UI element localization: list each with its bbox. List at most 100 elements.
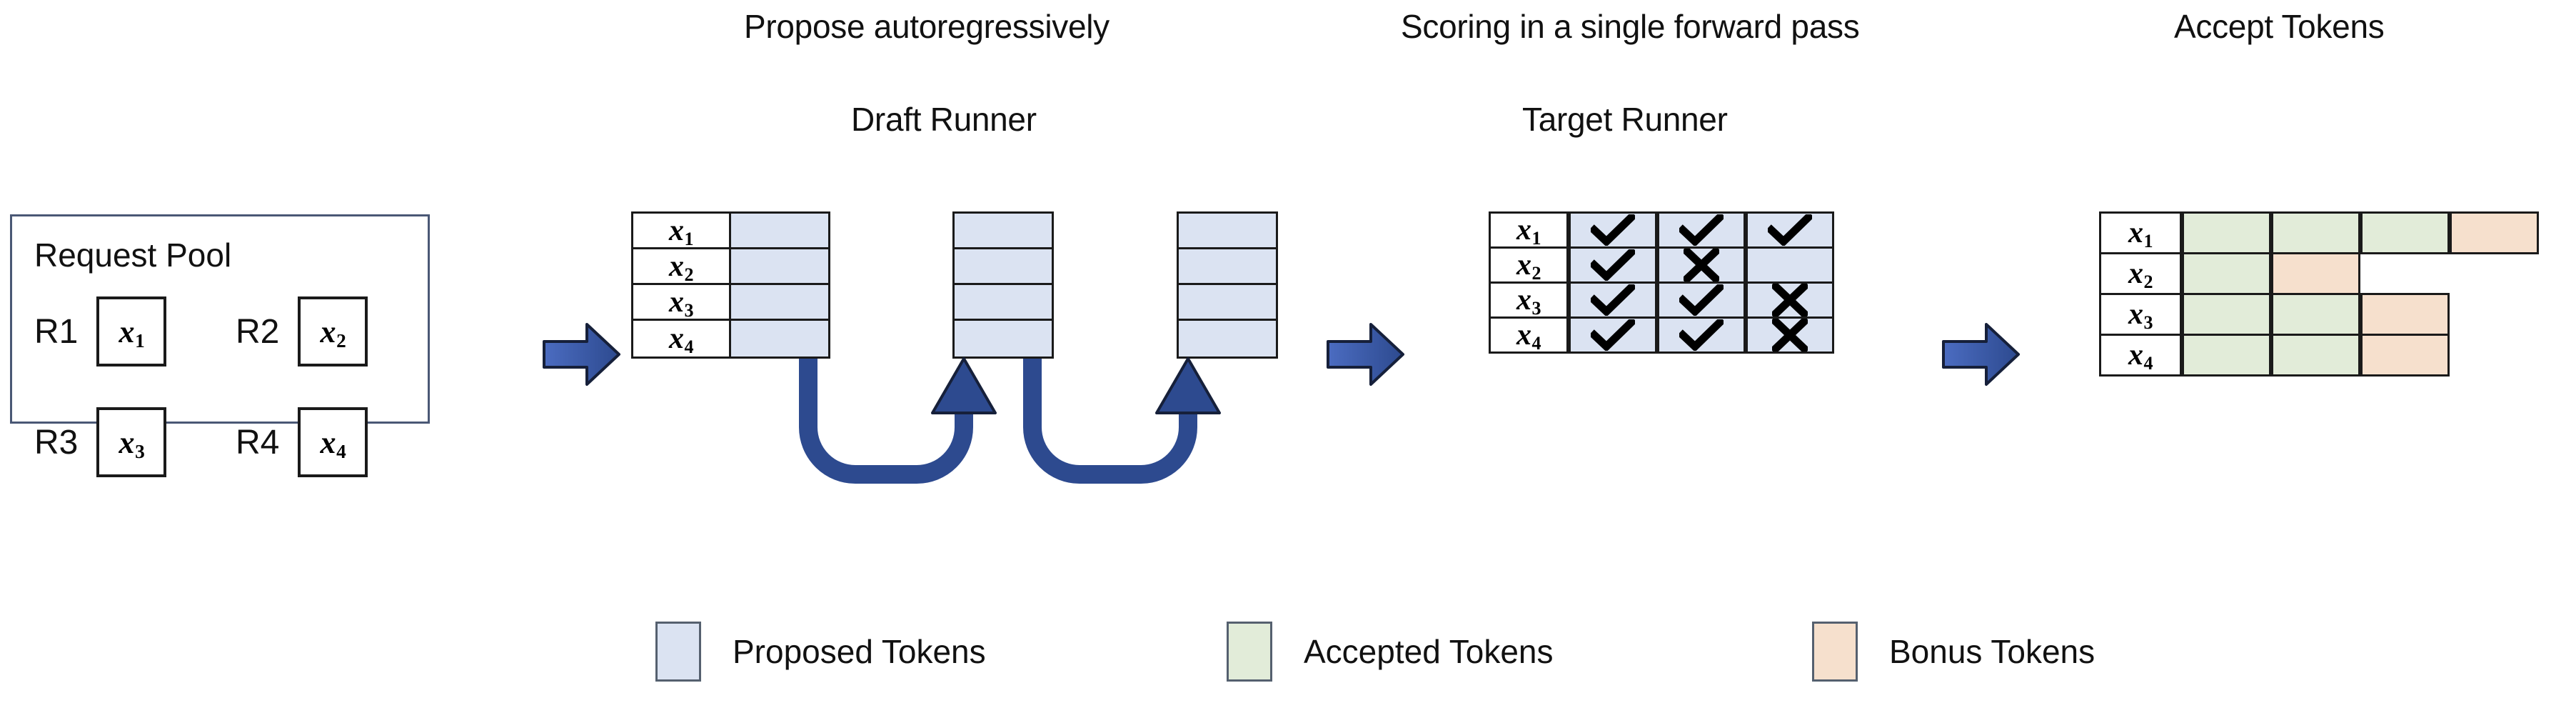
check-icon (1591, 319, 1635, 351)
legend-swatch-proposed (655, 622, 701, 682)
proposed-token-cell (731, 285, 828, 321)
request-token-box: x1 (96, 296, 167, 367)
legend-label-proposed: Proposed Tokens (733, 633, 986, 670)
legend-swatch-accepted (1227, 622, 1272, 682)
cross-icon (1772, 319, 1808, 352)
proposed-token-cell (955, 321, 1052, 357)
accept-row-label: x1 (2099, 211, 2182, 254)
request-token-index: 3 (135, 441, 145, 463)
target-row-label: x4 (1489, 316, 1569, 354)
score-cell-cross (1746, 316, 1834, 354)
score-cell-check (1657, 281, 1746, 319)
check-icon (1679, 214, 1724, 246)
accept-row-token-index: 2 (2143, 271, 2153, 293)
proposed-token-cell (731, 249, 828, 285)
request-label: R3 (34, 423, 79, 462)
draft-row-token-index: 2 (684, 264, 694, 285)
accepted-token-cell (2271, 293, 2360, 336)
request-token-index: 1 (135, 330, 145, 352)
request-pool-item-r1: R1 x1 (34, 296, 167, 367)
target-row-label: x3 (1489, 281, 1569, 319)
accepted-token-cell (2182, 334, 2271, 377)
request-token-index: 2 (336, 330, 346, 352)
request-label: R4 (236, 423, 280, 462)
draft-row-token-index: 3 (684, 299, 694, 321)
legend-swatch-bonus (1812, 622, 1858, 682)
score-cell-check (1569, 281, 1657, 319)
accepted-token-cell (2360, 211, 2450, 254)
request-token-index: 4 (336, 441, 346, 463)
accept-row-token: x (2128, 257, 2143, 290)
check-icon (1679, 284, 1724, 316)
accept-row-label: x4 (2099, 334, 2182, 377)
target-row-label: x2 (1489, 246, 1569, 284)
legend-item-bonus: Bonus Tokens (1812, 622, 2095, 682)
accept-row-token: x (2128, 339, 2143, 372)
target-row-label: x1 (1489, 211, 1569, 249)
request-label: R2 (236, 312, 280, 351)
score-cell-cross (1657, 246, 1746, 284)
accept-row-label: x3 (2099, 293, 2182, 336)
accept-row-token: x (2128, 216, 2143, 249)
bonus-token-cell (2271, 252, 2360, 295)
proposed-token-cell (955, 214, 1052, 249)
request-token-box: x3 (96, 407, 167, 477)
target-row-token: x (1516, 284, 1531, 316)
heading-propose-title: Propose autoregressively (744, 8, 1110, 45)
cross-icon (1684, 249, 1719, 281)
table-row: x1 (2099, 211, 2539, 254)
request-token-box: x4 (298, 407, 368, 477)
proposed-token-cell (955, 249, 1052, 285)
target-row-token-index: 1 (1531, 228, 1541, 249)
bonus-token-cell (2360, 334, 2450, 377)
table-row: x3 (1489, 281, 1834, 319)
table-row: x2 (1489, 246, 1834, 284)
target-row-token: x (1516, 319, 1531, 352)
draft-row-label: x2 (633, 249, 729, 285)
draft-loop-arrow-2 (1023, 357, 1221, 484)
request-token: x (320, 424, 336, 460)
request-pool-item-r2: R2 x2 (236, 296, 368, 367)
proposed-token-cell (1179, 249, 1276, 285)
proposed-token-cell (731, 321, 828, 357)
accept-row-token-index: 4 (2143, 353, 2153, 374)
accepted-token-cell (2271, 211, 2360, 254)
score-cell-check (1569, 246, 1657, 284)
request-token: x (119, 424, 135, 460)
flow-arrow-pool-to-draft (543, 323, 620, 386)
proposed-token-cell (1179, 321, 1276, 357)
request-token: x (320, 314, 336, 349)
legend-item-accepted: Accepted Tokens (1227, 622, 1554, 682)
heading-scoring-title: Scoring in a single forward pass (1401, 8, 1860, 45)
draft-row-label: x1 (633, 214, 729, 249)
accepted-token-cell (2271, 334, 2360, 377)
request-label: R1 (34, 312, 79, 351)
score-cell-check (1746, 211, 1834, 249)
request-pool-item-r4: R4 x4 (236, 407, 368, 477)
accept-row-token-index: 1 (2143, 231, 2153, 252)
check-icon (1679, 319, 1724, 351)
draft-runner-step-2 (952, 211, 1054, 359)
draft-row-label: x3 (633, 285, 729, 321)
check-icon (1591, 284, 1635, 316)
accept-row-token: x (2128, 298, 2143, 331)
heading-accept-tokens: Accept Tokens (2174, 8, 2385, 45)
draft-runner-step-3 (1177, 211, 1278, 359)
proposed-token-cell (955, 285, 1052, 321)
cross-icon (1772, 284, 1808, 316)
accepted-token-cell (2182, 211, 2271, 254)
score-cell-cross (1746, 281, 1834, 319)
draft-row-token: x (668, 322, 684, 355)
table-row: x2 (2099, 252, 2360, 295)
bonus-token-cell (2360, 293, 2450, 336)
legend-label-bonus: Bonus Tokens (1889, 633, 2095, 670)
check-icon (1591, 249, 1635, 281)
request-pool-title: Request Pool (34, 236, 232, 274)
check-icon (1591, 214, 1635, 246)
flow-arrow-target-to-accept (1942, 323, 2020, 386)
draft-row-label: x4 (633, 321, 729, 357)
check-icon (1768, 214, 1812, 246)
table-row: x3 (2099, 293, 2450, 336)
proposed-token-cell (731, 214, 828, 249)
